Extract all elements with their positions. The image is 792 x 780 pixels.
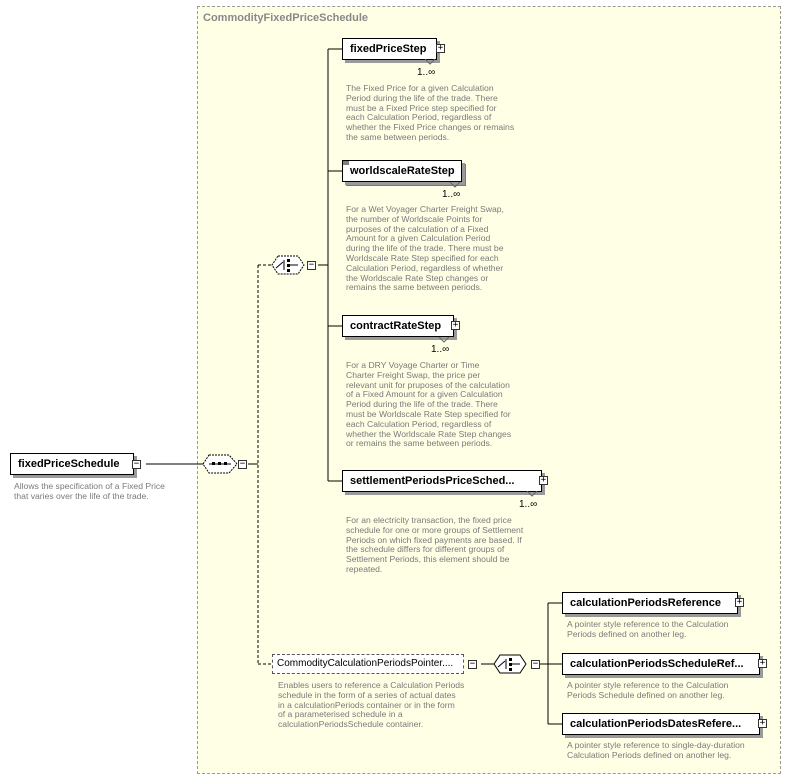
element-calculation-periods-schedule-reference[interactable]: calculationPeriodsScheduleRef... <box>562 653 760 675</box>
text-content-icon <box>343 161 349 165</box>
element-label: calculationPeriodsDatesRefere... <box>570 718 742 730</box>
element-worldscale-rate-step[interactable]: worldscaleRateStep <box>342 160 462 182</box>
expand-icon[interactable]: + <box>758 658 767 668</box>
element-label: calculationPeriodsScheduleRef... <box>570 658 744 670</box>
repeat-marker-icon <box>527 491 537 497</box>
expand-icon[interactable]: + <box>539 475 548 485</box>
cardinality: 1..∞ <box>431 344 450 355</box>
choice-collapse-toggle[interactable]: − <box>307 260 316 270</box>
element-documentation: For an electricity transaction, the fixe… <box>346 515 524 574</box>
repeat-marker-icon <box>439 337 449 343</box>
group-collapse-toggle[interactable]: − <box>468 659 477 669</box>
cardinality: 1..∞ <box>442 189 461 200</box>
element-label: settlementPeriodsPriceSched... <box>350 475 515 487</box>
element-documentation: A pointer style reference to single-day-… <box>567 740 745 760</box>
group-ref-label: CommodityCalculationPeriodsPointer.... <box>277 658 454 669</box>
repeat-marker-icon <box>450 182 460 188</box>
root-collapse-toggle[interactable]: − <box>132 459 141 469</box>
choice-compositor-icon <box>271 255 305 275</box>
element-calculation-periods-reference[interactable]: calculationPeriodsReference <box>562 592 738 614</box>
cardinality: 1..∞ <box>417 67 436 78</box>
element-settlement-periods-price-schedule[interactable]: settlementPeriodsPriceSched... <box>342 470 542 492</box>
expand-icon[interactable]: + <box>451 320 460 330</box>
element-label: worldscaleRateStep <box>350 165 455 177</box>
element-label: contractRateStep <box>350 320 442 332</box>
sequence-compositor-icon <box>202 454 238 474</box>
element-calculation-periods-dates-reference[interactable]: calculationPeriodsDatesRefere... <box>562 713 760 735</box>
group-title: CommodityFixedPriceSchedule <box>203 12 369 24</box>
cardinality: 1..∞ <box>519 499 538 510</box>
element-documentation: A pointer style reference to the Calcula… <box>567 619 729 639</box>
root-element-fixed-price-schedule[interactable]: fixedPriceSchedule <box>10 453 134 475</box>
pointer-choice-collapse-toggle[interactable]: − <box>531 659 540 669</box>
sequence-collapse-toggle[interactable]: − <box>238 459 247 469</box>
element-documentation: For a Wet Voyager Charter Freight Swap,t… <box>346 204 504 293</box>
element-label: calculationPeriodsReference <box>570 597 722 609</box>
expand-icon[interactable]: + <box>735 597 744 607</box>
choice-compositor-icon <box>493 654 527 674</box>
group-ref-calculation-periods-pointer[interactable]: CommodityCalculationPeriodsPointer.... <box>272 654 464 674</box>
group-box-commodity-fixed-price-schedule <box>197 6 781 774</box>
root-element-label: fixedPriceSchedule <box>18 458 120 470</box>
repeat-marker-icon <box>425 59 435 65</box>
element-contract-rate-step[interactable]: contractRateStep <box>342 315 454 337</box>
element-label: fixedPriceStep <box>350 43 427 55</box>
root-documentation: Allows the specification of a Fixed Pric… <box>14 481 165 501</box>
group-documentation: Enables users to reference a Calculation… <box>278 680 465 730</box>
expand-icon[interactable]: + <box>758 718 767 728</box>
expand-icon[interactable]: + <box>436 43 445 53</box>
element-fixed-price-step[interactable]: fixedPriceStep <box>342 38 437 60</box>
element-documentation: A pointer style reference to the Calcula… <box>567 680 729 700</box>
